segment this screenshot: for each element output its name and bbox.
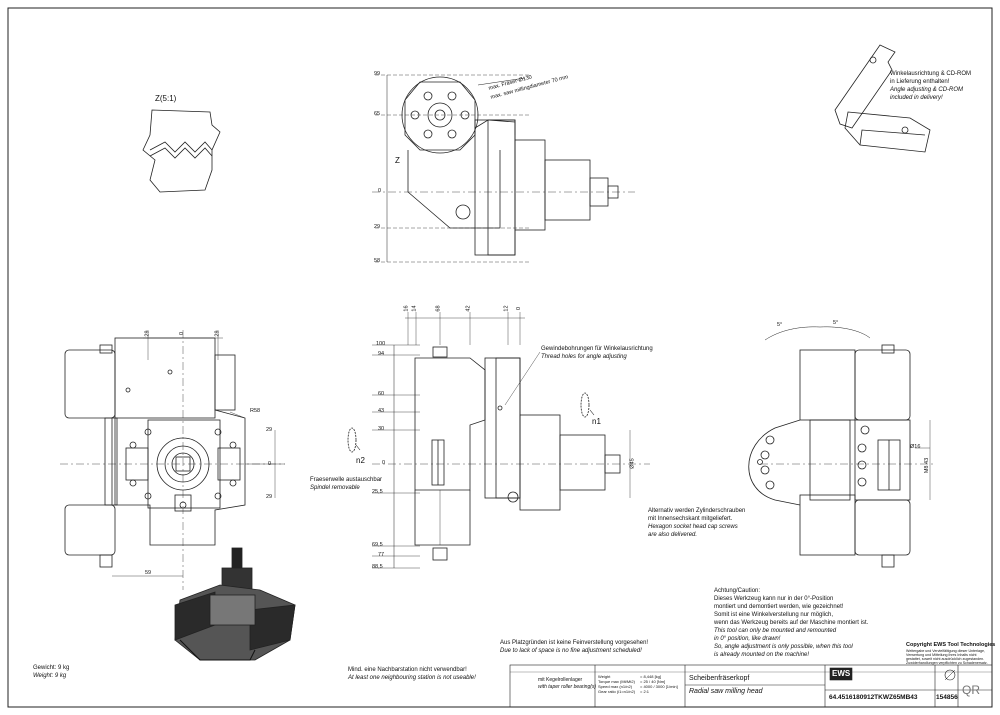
thread-holes-note-de: Gewindebohrungen für Winkelausrichtung — [541, 346, 653, 352]
spindle-note-de: Fraeserwelle austauschbar — [310, 477, 383, 483]
tool-name-de: Scheibenfräserkopf — [689, 675, 750, 682]
side-top-dim-42: 42 — [465, 305, 472, 312]
alt-screws-de2: mit Innensechskant mitgeliefert. — [648, 516, 733, 522]
caution-en4: is already mounted on the machine! — [714, 652, 810, 658]
side-diameter-45: Ø45 — [629, 458, 636, 469]
spec-gear-label: Gear ratio (i1=n1/n2) — [598, 689, 636, 694]
no-fine-adjust-en: Due to lack of space is no fine adjustme… — [500, 648, 642, 654]
angle-note-de2: in Lieferung enthalten! — [890, 79, 950, 85]
side-top-dim-12: 12 — [503, 305, 510, 312]
front-right-dim-center: 0 — [268, 461, 272, 467]
qr-code-label: QR — [962, 683, 980, 697]
detail-z-view — [142, 109, 221, 193]
angle-note-en2: included in delivery! — [890, 95, 943, 101]
angle-adjusting-tool — [834, 44, 931, 153]
detail-z-label: Z(5:1) — [155, 94, 177, 103]
top-dim-58: 58 — [374, 258, 381, 264]
top-dim-0: 0 — [378, 188, 382, 194]
copyright-l3: gestattet, soweit nicht ausdrücklich zug… — [906, 657, 985, 661]
caution-de3: Somit ist eine Winkelverstellung nur mög… — [714, 612, 834, 618]
spec-weight-value: = 8,448 [kg] — [640, 674, 662, 679]
side-left-dim-0: 0 — [382, 460, 386, 466]
top-dim-29: 29 — [374, 224, 381, 230]
caution-de1: Dieses Werkzeug kann nur in der 0°-Posit… — [714, 596, 834, 602]
side-left-dim-94: 94 — [378, 351, 385, 357]
front-top-dim-right: 29 — [214, 330, 221, 337]
right-view — [748, 326, 935, 568]
right-thread-m8: M8 43 — [924, 457, 931, 474]
tool-3d-render — [174, 547, 296, 661]
bearing-en: with taper roller bearing(s) — [538, 684, 597, 690]
z-marker: Z — [395, 156, 400, 165]
front-right-dim-top: 29 — [266, 427, 273, 433]
alt-screws-de1: Alternativ werden Zylinderschrauben — [648, 508, 746, 514]
front-view — [60, 330, 285, 590]
side-left-dim-100: 100 — [376, 341, 386, 347]
top-view — [372, 74, 635, 263]
side-top-dim-16: 16 — [403, 305, 410, 312]
side-left-dim-60: 60 — [378, 391, 385, 397]
spec-gear-value: = 2:1 — [640, 689, 650, 694]
front-bottom-dim: 59 — [145, 570, 152, 576]
weight-en: Weight: 9 kg — [33, 673, 67, 679]
front-top-dim-left: 29 — [144, 330, 151, 337]
tool-name-en: Radial saw milling head — [689, 688, 763, 695]
side-left-dim-77: 77 — [378, 552, 385, 558]
front-top-dim-center: 0 — [179, 331, 186, 336]
angle-note-de1: Winkelausrichtung & CD-ROM — [890, 71, 972, 77]
speed-label-n2: n2 — [356, 456, 365, 465]
caution-en2: in 0° position, like drawn! — [714, 636, 781, 642]
side-top-dim-0: 0 — [516, 306, 523, 311]
caution-de4: wenn das Werkzeug bereits auf der Maschi… — [714, 620, 869, 626]
no-fine-adjust-de: Aus Platzgründen ist keine Feinverstellu… — [500, 640, 649, 646]
spec-torque-value: = 25 / 40 [Nm] — [640, 679, 666, 684]
side-left-dim-69-5: 69,5 — [372, 542, 383, 548]
thread-holes-note-en: Thread holes for angle adjusting — [541, 354, 627, 360]
side-top-dim-68: 68 — [435, 305, 442, 312]
neighbour-station-de: Mind. eine Nachbarstation nicht verwendb… — [348, 667, 467, 673]
side-left-dim-43: 43 — [378, 408, 385, 414]
right-diameter-16: Ø16 — [910, 444, 921, 450]
angle-note-en1: Angle adjusting & CD-ROM — [890, 87, 964, 93]
weight-de: Gewicht: 9 kg — [33, 665, 70, 671]
angle-label-right: 5° — [833, 320, 839, 326]
alt-screws-en1: Hexagon socket head cap screws — [648, 524, 738, 530]
top-dim-99: 99 — [374, 71, 381, 77]
side-left-dim-88-5: 88,5 — [372, 564, 383, 570]
ews-logo: EWS — [832, 669, 851, 678]
front-radius-label: R58 — [250, 408, 261, 414]
caution-en1: This tool can only be mounted and remoun… — [714, 628, 837, 634]
side-left-dim-30: 30 — [378, 426, 385, 432]
bearing-de: mit Kegelrollenlager — [538, 677, 583, 683]
alt-screws-en2: are also delivered. — [648, 532, 698, 538]
caution-title: Achtung/Caution: — [714, 588, 761, 594]
side-top-dim-14: 14 — [411, 305, 418, 312]
front-right-dim-bottom: 29 — [266, 494, 273, 500]
speed-label-n1: n1 — [592, 417, 601, 426]
top-dim-65: 65 — [374, 111, 381, 117]
caution-en3: So, angle adjustment is only possible, w… — [714, 644, 853, 650]
copyright-l4: Zuwiderhandlungen verpflichten zu Schade… — [906, 661, 988, 665]
copyright-l1: Weitergabe und Vervielfältigung dieser U… — [906, 649, 986, 653]
spindle-note-en: Spindel removable — [310, 485, 360, 491]
part-number: 64.4516180912TKWZ65MB43 — [829, 694, 918, 701]
rotation-symbols — [347, 392, 595, 453]
spec-weight-label: Weight — [598, 674, 611, 679]
title-block — [509, 664, 993, 708]
spec-speed-value: = 4000 / 3000 [1/min] — [640, 684, 678, 689]
neighbour-station-en: At least one neighbouring station is not… — [348, 675, 476, 681]
spec-torque-label: Torque max (Mt/Mt2) — [598, 679, 635, 684]
side-left-dim-25-5: 25,5 — [372, 489, 383, 495]
angle-label-left: 5° — [777, 322, 783, 328]
copyright-l2: Verwertung und Mitteilung ihres Inhalts … — [906, 653, 977, 657]
copyright-title: Copyright EWS Tool Technologies — [906, 642, 996, 648]
spec-speed-label: Speed max (n1/n2) — [598, 684, 633, 689]
side-view — [372, 312, 650, 569]
caution-de2: montiert und demontiert werden, wie geze… — [714, 604, 844, 610]
drawing-number: 154856 — [936, 694, 958, 701]
